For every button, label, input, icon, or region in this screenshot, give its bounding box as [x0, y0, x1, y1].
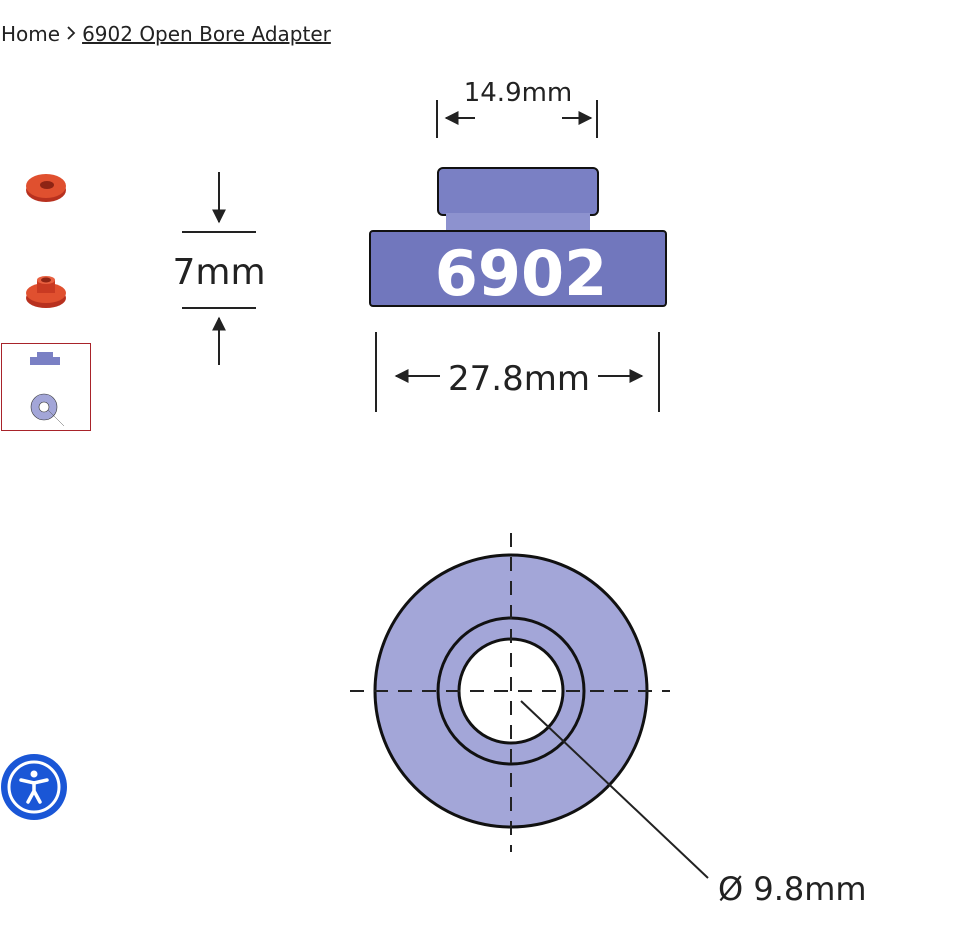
chevron-right-icon — [66, 22, 76, 46]
top-width-label: 14.9mm — [464, 78, 573, 108]
bore-diameter-label: Ø 9.8mm — [718, 870, 867, 908]
diagram-thumbnail-image — [30, 352, 65, 427]
adapter-side-image — [26, 276, 66, 308]
height-dimension: 7mm — [172, 172, 266, 365]
thumbnail-adapter-diagram[interactable] — [1, 343, 91, 431]
accessibility-icon — [7, 760, 61, 814]
thumbnail-adapter-top[interactable] — [1, 142, 91, 230]
breadcrumb-home-link[interactable]: Home — [1, 22, 61, 46]
part-number-label: 6902 — [435, 237, 608, 310]
height-label: 7mm — [172, 252, 265, 293]
accessibility-button[interactable] — [1, 754, 67, 820]
adapter-top-image — [26, 174, 66, 202]
thumbnail-adapter-side[interactable] — [1, 248, 91, 336]
part-top-view: Ø 9.8mm — [350, 533, 867, 908]
top-width-dimension: 14.9mm — [436, 78, 598, 138]
bottom-width-label: 27.8mm — [448, 359, 590, 399]
breadcrumb-current-link[interactable]: 6902 Open Bore Adapter — [82, 22, 331, 46]
bottom-width-dimension: 27.8mm — [375, 332, 660, 412]
breadcrumb: Home 6902 Open Bore Adapter — [1, 22, 331, 46]
part-side-view: 6902 — [369, 167, 667, 310]
